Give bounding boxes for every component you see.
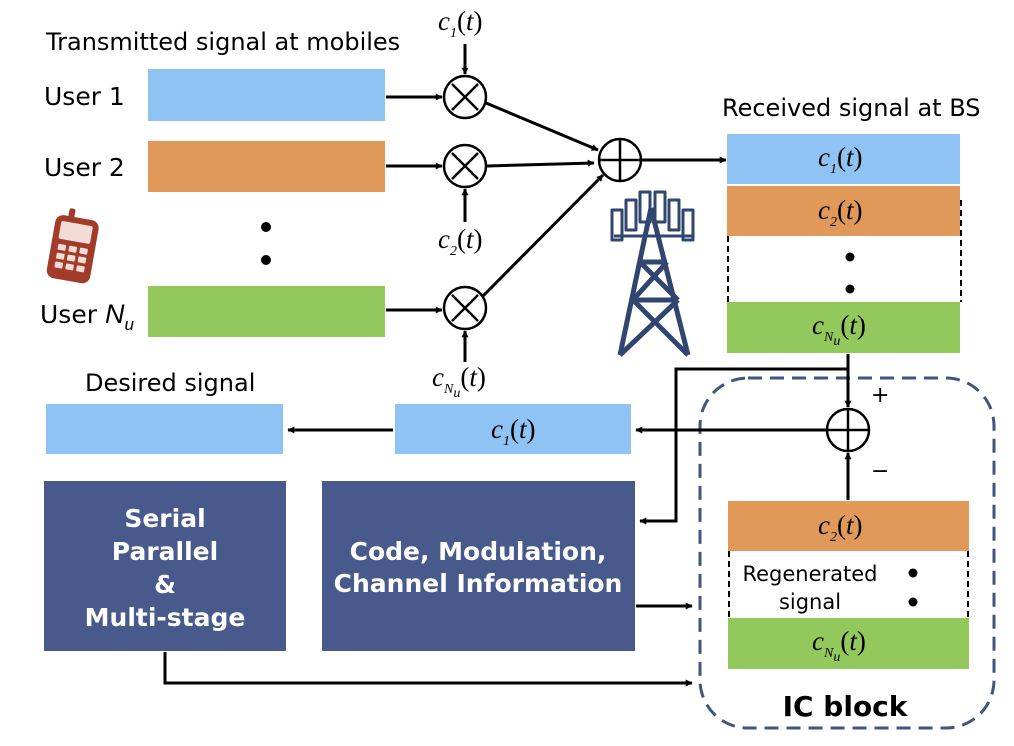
code-label-cN-bottom: cNu(t) <box>432 362 486 401</box>
user1-signal-bar <box>148 69 385 121</box>
user2-label: User 2 <box>44 153 125 182</box>
received-c2-label: c2(t) <box>818 195 863 230</box>
regen-c2-label: c2(t) <box>818 510 863 545</box>
regen-c2-bar <box>728 501 969 551</box>
code-label-c2-mid: c2(t) <box>438 224 483 259</box>
code-box-line-2: Channel Information <box>334 569 623 598</box>
received-ellipsis-dot-1 <box>845 252 855 262</box>
code-label-c1-top: c1(t) <box>438 6 483 41</box>
regenerated-label-1: Regenerated <box>742 562 877 586</box>
user1-label: User 1 <box>44 82 125 111</box>
serial-parallel-box <box>44 481 286 651</box>
serial-line-4: Multi-stage <box>85 603 246 632</box>
userN-signal-bar <box>148 286 385 337</box>
arrow-icon <box>163 652 693 687</box>
received-c2-bar <box>727 186 960 236</box>
minus-sign: − <box>871 459 889 484</box>
regen-ellipsis-dot-1 <box>908 568 918 578</box>
serial-line-3: & <box>154 570 176 599</box>
received-cN-label: cNu(t) <box>812 310 866 349</box>
arrow-icon <box>485 101 599 152</box>
plus-sign: + <box>871 383 889 408</box>
antenna-tower-icon <box>610 190 695 357</box>
serial-line-2: Parallel <box>112 537 218 566</box>
adder-icon <box>597 137 643 183</box>
arrow-icon <box>481 173 605 298</box>
transmitted-title: Transmitted signal at mobiles <box>45 28 400 56</box>
desired-signal-bar <box>46 404 283 454</box>
regen-cN-bar <box>728 618 969 669</box>
decoded-c1-bar <box>395 404 631 454</box>
code-box-line-1: Code, Modulation, <box>350 537 607 566</box>
received-c1-bar <box>727 134 960 184</box>
multiplier-icon <box>442 74 488 120</box>
received-ellipsis-dot-2 <box>845 284 855 294</box>
decoded-c1-label: c1(t) <box>491 414 536 449</box>
userN-label: User Nu <box>40 299 134 334</box>
adder-icon <box>825 407 871 453</box>
user-ellipsis-dot-1 <box>261 222 271 232</box>
arrow-icon <box>639 367 848 525</box>
ic-block-title: IC block <box>783 690 909 723</box>
multiplier-icon <box>442 143 488 189</box>
received-cN-bar <box>727 302 960 353</box>
received-c1-label: c1(t) <box>818 142 863 177</box>
arrow-icon <box>486 159 595 168</box>
received-title: Received signal at BS <box>722 94 980 122</box>
user-ellipsis-dot-2 <box>261 255 271 265</box>
mobile-phone-icon <box>46 208 99 284</box>
multiplier-icon <box>442 285 488 331</box>
regen-ellipsis-dot-2 <box>908 597 918 607</box>
code-modulation-box <box>322 481 635 651</box>
serial-line-1: Serial <box>124 504 205 533</box>
regenerated-label-2: signal <box>779 590 841 614</box>
regen-cN-label: cNu(t) <box>812 626 866 665</box>
user2-signal-bar <box>148 141 385 192</box>
desired-title: Desired signal <box>85 369 255 397</box>
